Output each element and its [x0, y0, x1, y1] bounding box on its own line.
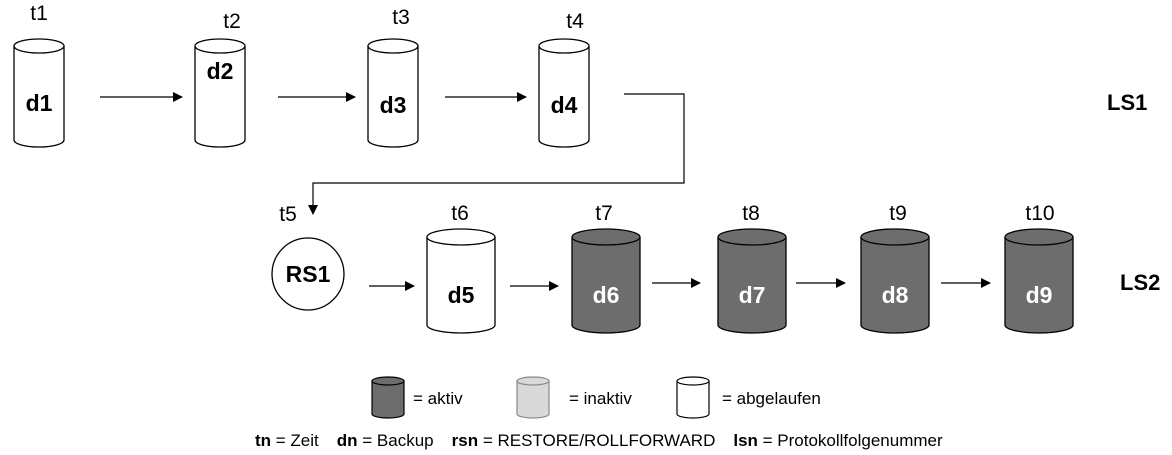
legend-expired-label: = abgelaufen [722, 389, 821, 408]
backup-d7-active: d7 [717, 228, 787, 334]
backup-label-d2: d2 [207, 58, 234, 84]
time-label-t7: t7 [595, 202, 613, 225]
backup-label-d1: d1 [26, 90, 53, 116]
time-label-t2: t2 [223, 10, 241, 33]
legend-inactive: = inaktiv [516, 376, 632, 419]
backup-d2-expired: d2 [194, 38, 246, 148]
time-label-t5: t5 [279, 203, 297, 226]
legend-active-label: = aktiv [413, 389, 463, 408]
key-rsn-desc: = RESTORE/ROLLFORWARD [478, 431, 715, 450]
key-tn-desc: = Zeit [271, 431, 319, 450]
time-label-t3: t3 [392, 6, 410, 29]
time-label-t1: t1 [30, 2, 48, 25]
backup-d9-active: d9 [1004, 228, 1074, 334]
key-tn-term: tn [255, 431, 271, 450]
time-label-t4: t4 [566, 10, 584, 33]
backup-d3-expired: d3 [367, 38, 419, 148]
key-rsn-term: rsn [452, 431, 478, 450]
key-dn-desc: = Backup [358, 431, 434, 450]
backup-label-d6: d6 [593, 282, 620, 308]
legend-expired: = abgelaufen [676, 376, 821, 419]
abbreviation-key: tn = Zeit dn = Backup rsn = RESTORE/ROLLFO… [255, 431, 943, 450]
backup-label-d3: d3 [380, 92, 407, 118]
backup-label-d7: d7 [739, 282, 766, 308]
backup-label-d9: d9 [1026, 282, 1053, 308]
restore-label: RS1 [286, 261, 331, 287]
restore-rs1: RS1 [271, 237, 345, 311]
backup-label-d8: d8 [882, 282, 909, 308]
backup-d6-active: d6 [571, 228, 641, 334]
key-dn-term: dn [337, 431, 358, 450]
backup-d5-expired: d5 [426, 228, 496, 334]
time-label-t6: t6 [451, 202, 469, 225]
time-label-t10: t10 [1025, 202, 1054, 225]
log-sequence-label-ls1: LS1 [1107, 90, 1147, 115]
log-sequence-label-ls2: LS2 [1120, 270, 1160, 295]
key-lsn-term: lsn [733, 431, 758, 450]
legend-inactive-label: = inaktiv [569, 389, 632, 408]
backup-label-d5: d5 [448, 282, 475, 308]
backup-d8-active: d8 [860, 228, 930, 334]
backup-d1-expired: d1 [13, 38, 65, 148]
backup-label-d4: d4 [551, 92, 578, 118]
backup-d4-expired: d4 [538, 38, 590, 148]
time-label-t9: t9 [889, 202, 907, 225]
legend-active: = aktiv [371, 376, 463, 419]
arrow-d4-rs1 [308, 93, 685, 215]
time-label-t8: t8 [742, 202, 760, 225]
key-lsn-desc: = Protokollfolgenummer [758, 431, 943, 450]
